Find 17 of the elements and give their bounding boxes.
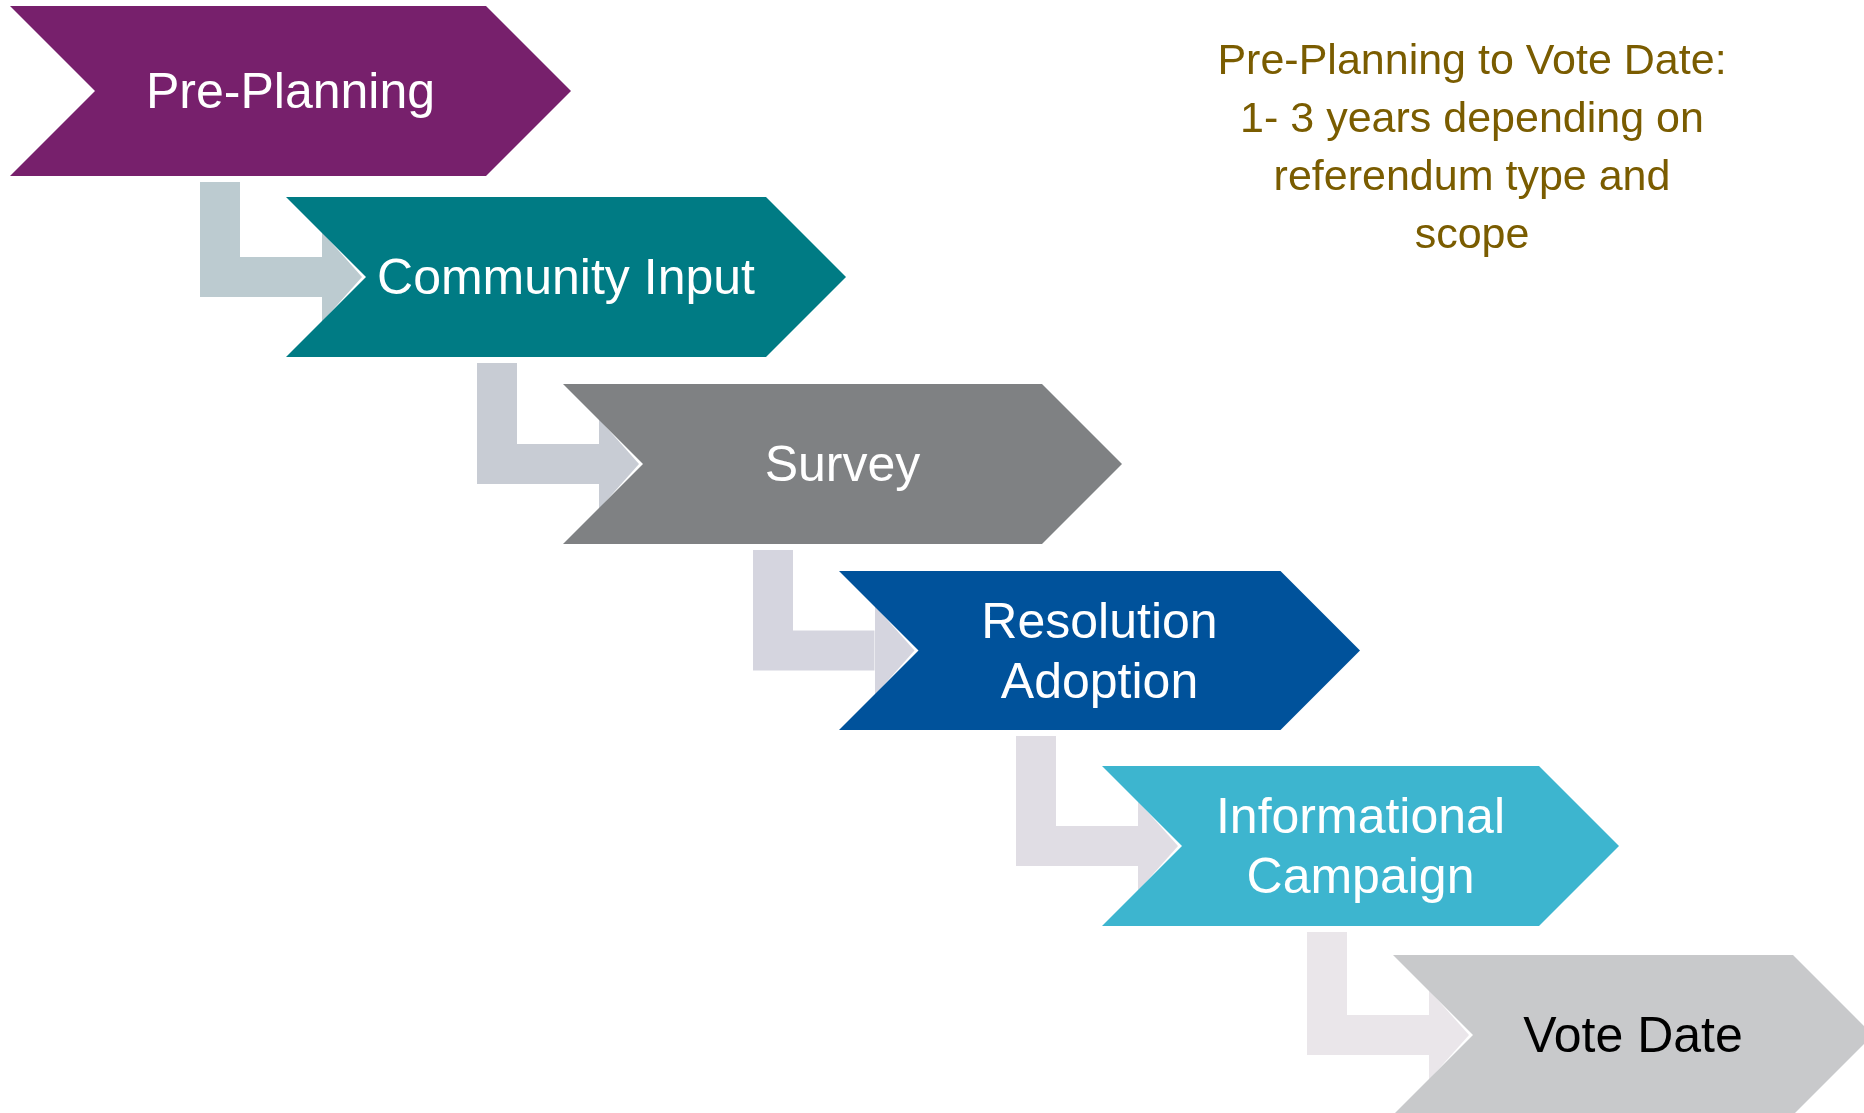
- step-label: Pre-Planning: [144, 62, 437, 121]
- process-step: [839, 571, 1360, 730]
- bent-arrow: [477, 363, 639, 509]
- process-step: [563, 384, 1122, 544]
- step-label: Community Input: [376, 248, 756, 307]
- step-label: Informational Campaign: [1214, 787, 1506, 906]
- bent-arrow: [200, 182, 362, 322]
- step-label: Resolution Adoption: [980, 591, 1219, 711]
- duration-note: Pre-Planning to Vote Date: 1- 3 years depending on referendum type and scope: [1216, 34, 1728, 260]
- step-label: Vote Date: [1522, 1006, 1744, 1065]
- bent-arrow: [1307, 932, 1469, 1080]
- bent-arrow: [1016, 736, 1178, 891]
- process-step: [286, 197, 846, 357]
- process-step: [10, 6, 571, 176]
- process-step: [1102, 766, 1619, 926]
- process-step: [1393, 955, 1864, 1113]
- step-label: Survey: [763, 435, 922, 494]
